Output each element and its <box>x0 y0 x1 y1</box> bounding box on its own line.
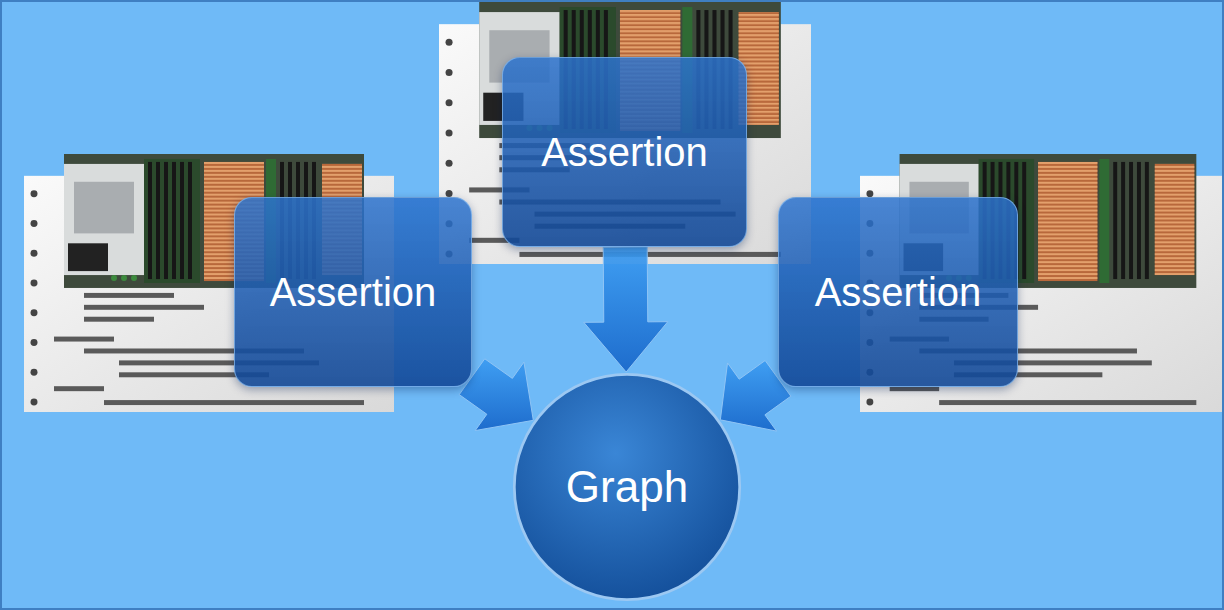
circle-shape <box>514 374 739 599</box>
graph-circle: Graph <box>512 372 742 602</box>
block-arrow <box>584 247 668 372</box>
node-label: Graph <box>566 463 688 511</box>
node-label: Assertion <box>541 130 708 174</box>
node-label: Assertion <box>815 270 982 314</box>
assertion-box: Assertion <box>778 197 1018 387</box>
assertion-box: Assertion <box>234 197 472 387</box>
server-code-image <box>439 2 811 264</box>
assertion-box: Assertion <box>502 57 747 247</box>
node-label: Assertion <box>270 270 437 314</box>
